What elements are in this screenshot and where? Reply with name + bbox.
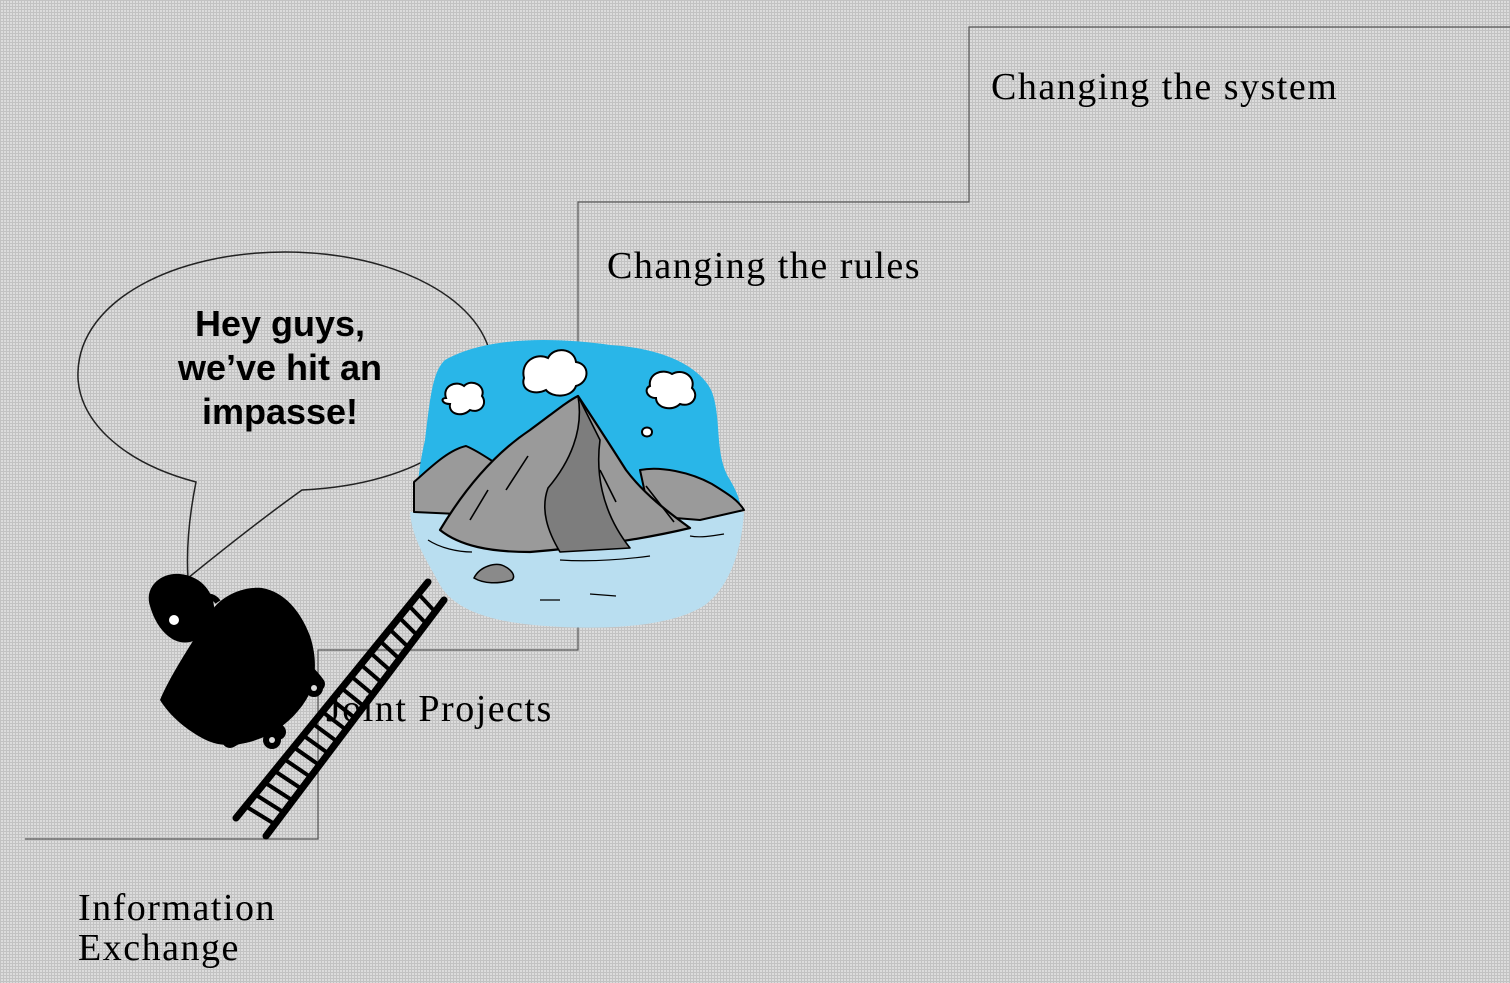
step-label-information-exchange: Information Exchange xyxy=(78,888,276,968)
mountain-right xyxy=(639,467,745,521)
ladder-rung xyxy=(330,698,357,720)
ladder-rung xyxy=(272,768,304,791)
ladder-rung xyxy=(349,674,375,697)
ladder-rung xyxy=(397,615,420,638)
mountain-ridge-lines xyxy=(469,455,675,523)
speech-line-1: Hey guys, xyxy=(194,303,366,344)
person-head xyxy=(148,573,215,643)
person-eye xyxy=(169,615,179,625)
speech-line-2: we’ve hit an xyxy=(177,347,383,388)
ladder-rung xyxy=(387,627,411,650)
ladder-rung xyxy=(301,733,331,756)
ladder-rung xyxy=(339,686,366,709)
ladder-rung xyxy=(243,804,277,827)
ladder-icon xyxy=(232,578,448,840)
water-ripples xyxy=(427,533,725,601)
ladder-rung xyxy=(262,780,295,803)
mountain-shadow xyxy=(544,395,631,553)
cloud-icon xyxy=(441,349,697,438)
step-label-information-line-1: Information xyxy=(78,887,277,929)
ladder-rung xyxy=(358,662,384,685)
person-foot-detail xyxy=(269,737,275,743)
speech-bubble xyxy=(77,251,493,580)
ladder-rung xyxy=(310,721,340,744)
speech-line-3: impasse! xyxy=(201,391,359,432)
step-label-changing-rules: Changing the rules xyxy=(607,245,922,287)
mountain-island-icon xyxy=(410,340,745,628)
ladder-rung xyxy=(416,591,438,614)
ladder-rung xyxy=(406,603,429,626)
person-hand-detail xyxy=(311,685,317,691)
step-label-information-line-2: Exchange xyxy=(78,927,240,969)
step-label-joint-projects: Joint Projects xyxy=(326,688,553,730)
step-label-changing-system: Changing the system xyxy=(991,66,1339,108)
ladder-rung xyxy=(368,650,393,673)
ladder-rung xyxy=(378,639,402,661)
ladder-rung xyxy=(282,757,313,779)
speech-bubble-text: Hey guys, we’ve hit an impasse! xyxy=(120,302,440,434)
person-on-ladder-icon xyxy=(148,573,325,749)
ladder-rung xyxy=(291,745,322,768)
ladder-rung xyxy=(253,792,286,815)
ladder-rung xyxy=(320,709,349,732)
person-leg xyxy=(222,721,286,748)
person-body xyxy=(160,587,315,745)
person-hat xyxy=(195,593,221,604)
small-rock xyxy=(473,563,515,584)
